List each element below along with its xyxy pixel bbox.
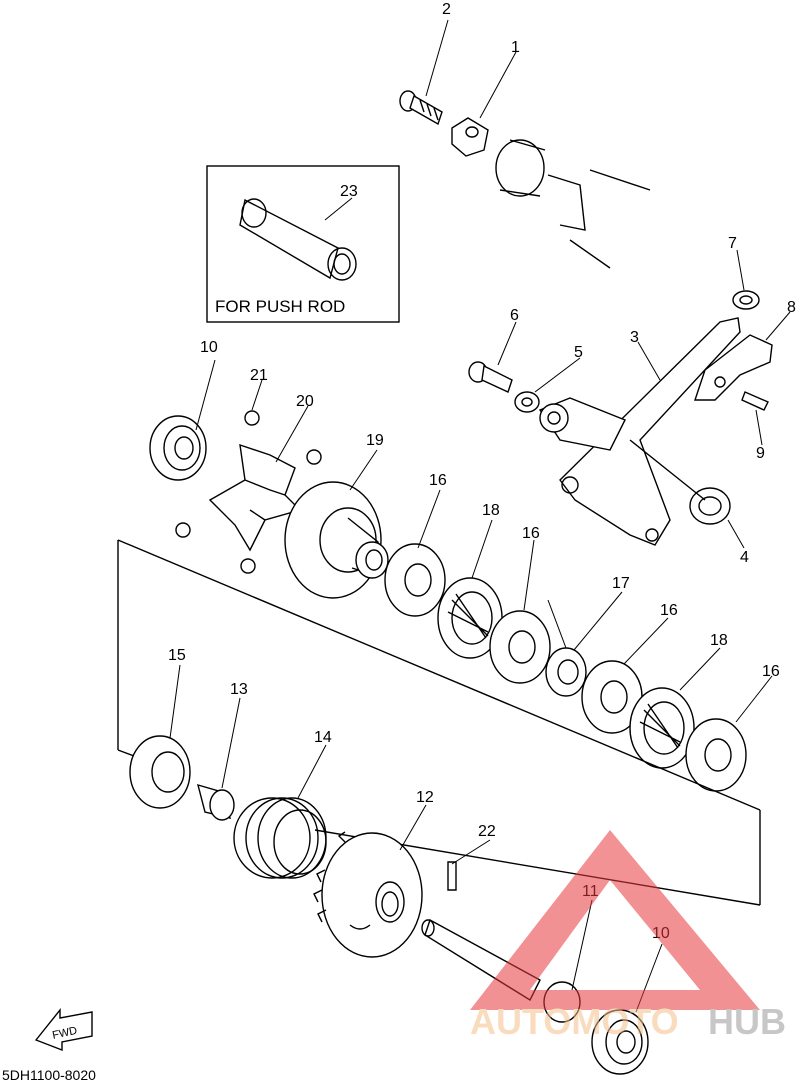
oil-seal-15 bbox=[129, 735, 191, 809]
callout-19: 19 bbox=[366, 432, 384, 449]
callout-18a: 18 bbox=[482, 502, 500, 519]
ball-cam-20 bbox=[208, 443, 302, 552]
callout-16b: 16 bbox=[522, 525, 540, 542]
fwd-arrow-icon bbox=[34, 1008, 93, 1052]
callout-16a: 16 bbox=[429, 472, 447, 489]
callout-22: 22 bbox=[478, 823, 496, 840]
collar-13 bbox=[197, 783, 235, 821]
callout-10-left: 10 bbox=[200, 339, 218, 356]
washer-16c bbox=[581, 660, 643, 734]
watermark-triangle-icon bbox=[470, 830, 760, 1010]
washer-16a bbox=[384, 543, 446, 617]
nut-1 bbox=[451, 117, 489, 157]
collar-4 bbox=[689, 487, 731, 525]
needle-bearing-18b bbox=[629, 687, 695, 769]
callout-6: 6 bbox=[510, 307, 519, 324]
callout-15: 15 bbox=[168, 647, 186, 664]
callout-16d: 16 bbox=[762, 663, 780, 680]
connecting-arm bbox=[538, 397, 626, 451]
pin-22 bbox=[447, 861, 457, 891]
washer-16d bbox=[685, 718, 747, 792]
callout-12: 12 bbox=[416, 789, 434, 806]
fwd-label: FWD bbox=[51, 1025, 78, 1042]
washer-16b bbox=[489, 610, 551, 684]
washer-5 bbox=[514, 391, 540, 413]
needle-bearing-18a bbox=[437, 577, 503, 659]
relay-arm-3 bbox=[559, 317, 741, 546]
gear-12 bbox=[313, 831, 423, 958]
bolt-2 bbox=[399, 90, 443, 126]
watermark-text-a: AUTOMOTO bbox=[470, 1001, 679, 1042]
push-rod-tube-23 bbox=[239, 198, 357, 281]
callout-13: 13 bbox=[230, 681, 248, 698]
bearing-10-left bbox=[149, 415, 207, 481]
bracket-8 bbox=[694, 334, 773, 401]
callout-17: 17 bbox=[612, 575, 630, 592]
callout-21: 21 bbox=[250, 367, 268, 384]
callout-2: 2 bbox=[442, 1, 451, 18]
diagram-code: 5DH1100-8020 bbox=[2, 1067, 96, 1082]
bolt-6 bbox=[468, 361, 513, 393]
bolt-9 bbox=[741, 391, 769, 411]
shock-absorber-outline bbox=[495, 139, 651, 269]
callout-7: 7 bbox=[728, 235, 737, 252]
callout-16c: 16 bbox=[660, 602, 678, 619]
push-rod-box-label: FOR PUSH ROD bbox=[215, 297, 345, 316]
pressure-plate-19 bbox=[284, 481, 389, 599]
callout-14: 14 bbox=[314, 729, 332, 746]
collar-17 bbox=[545, 647, 587, 697]
callout-8: 8 bbox=[787, 299, 796, 316]
callout-20: 20 bbox=[296, 393, 314, 410]
callout-3: 3 bbox=[630, 329, 639, 346]
callout-4: 4 bbox=[740, 549, 749, 566]
callout-9: 9 bbox=[756, 445, 765, 462]
callout-23: 23 bbox=[340, 183, 358, 200]
callout-18b: 18 bbox=[710, 632, 728, 649]
balls-21 bbox=[175, 410, 322, 574]
callout-1: 1 bbox=[511, 39, 520, 56]
watermark-logo: AUTOMOTO HUB bbox=[470, 830, 786, 1042]
watermark-text-b: HUB bbox=[708, 1001, 786, 1042]
bearing-10-right bbox=[591, 1009, 649, 1075]
spring-14 bbox=[233, 797, 327, 879]
callout-5: 5 bbox=[574, 344, 583, 361]
collar-7 bbox=[732, 290, 760, 310]
